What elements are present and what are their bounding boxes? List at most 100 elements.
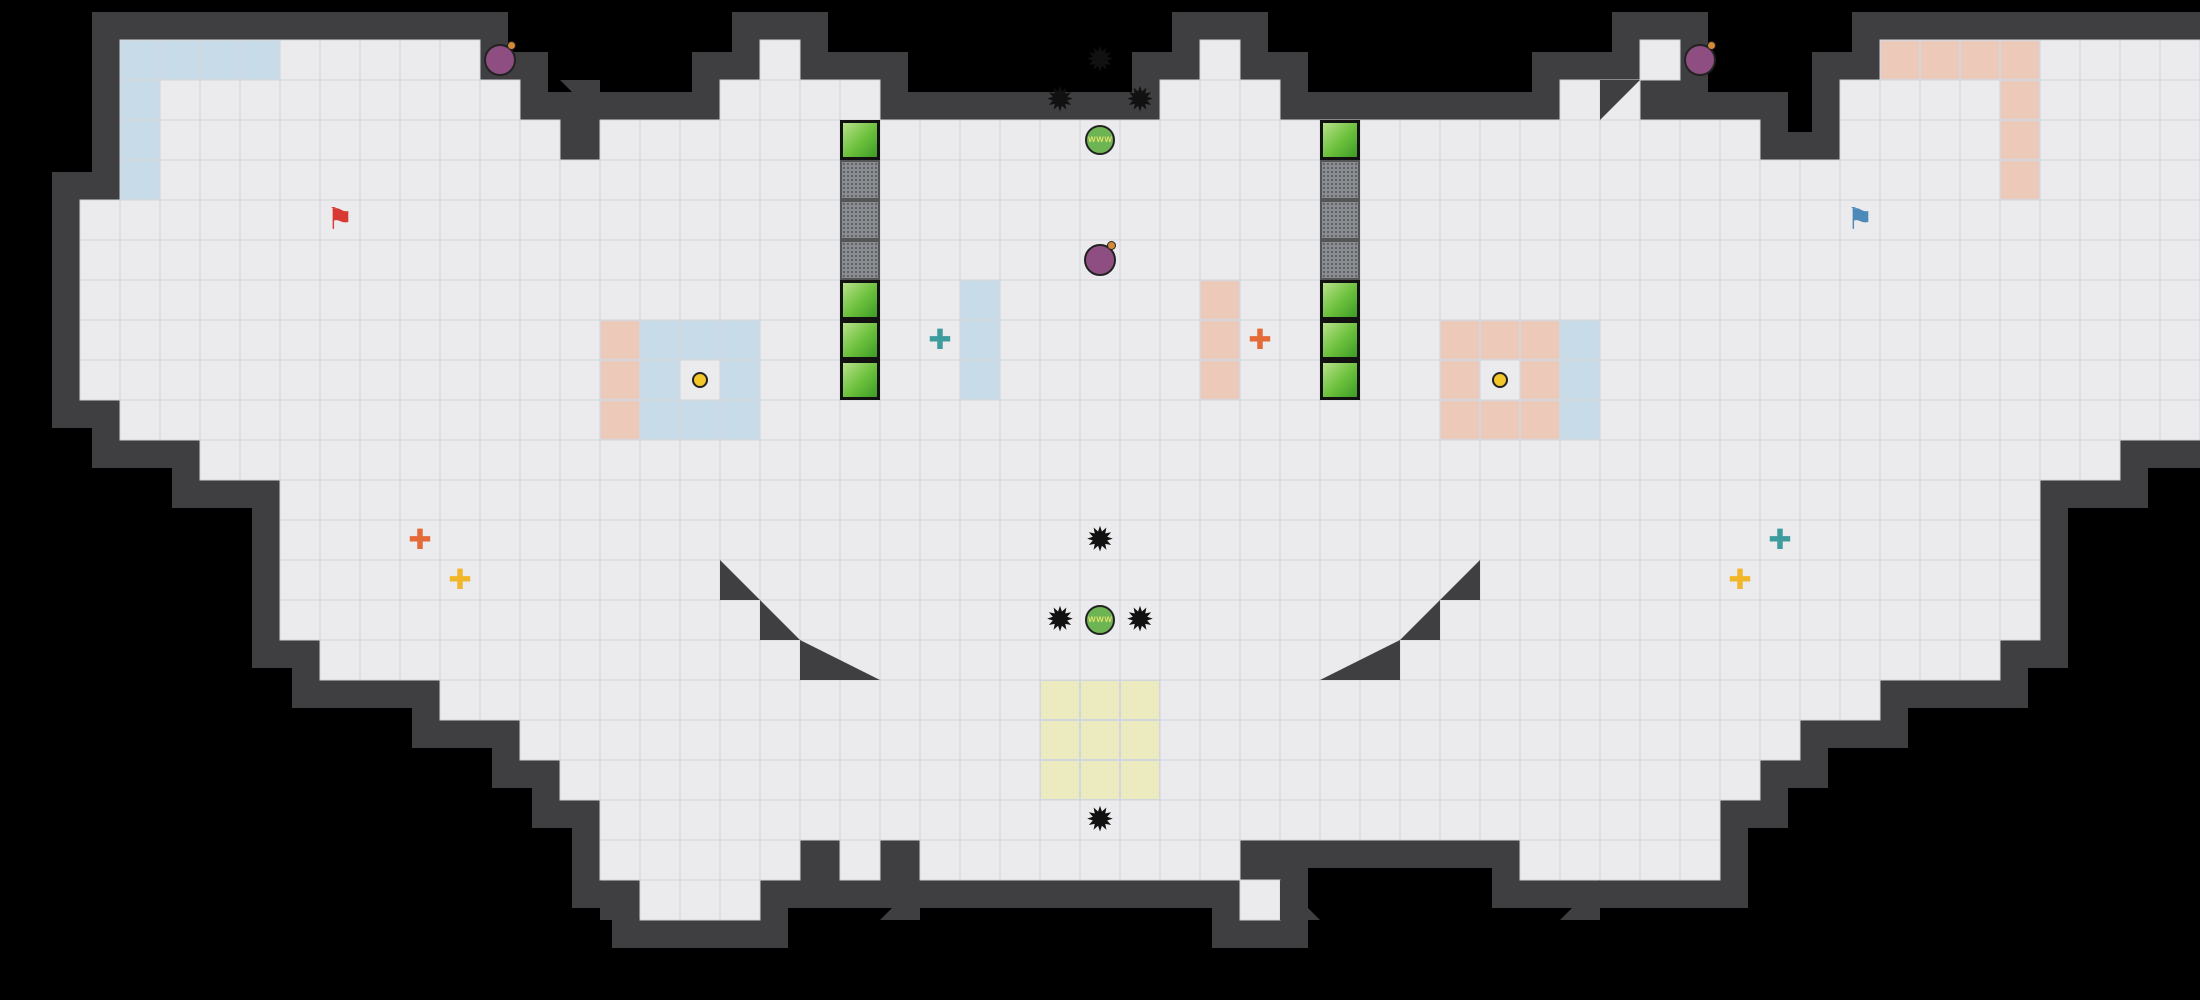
floor-tile xyxy=(999,159,1041,201)
floor-tile xyxy=(359,359,401,401)
floor-tile xyxy=(559,479,601,521)
floor-tile xyxy=(2079,159,2121,201)
floor-tile xyxy=(1679,119,1721,161)
floor-tile xyxy=(1199,119,1241,161)
grate-block xyxy=(840,240,880,280)
floor-tile xyxy=(279,599,321,641)
floor-tile xyxy=(1239,359,1281,401)
floor-tile xyxy=(1759,479,1801,521)
floor-tile xyxy=(1919,479,1961,521)
floor-tile xyxy=(919,279,961,321)
floor-tile xyxy=(599,759,641,801)
floor-tile xyxy=(319,79,361,121)
grate-block xyxy=(1320,240,1360,280)
floor-tile xyxy=(639,639,681,681)
floor-tile xyxy=(1679,359,1721,401)
red-spawn-zone xyxy=(1880,40,1920,80)
wall-wedge xyxy=(1560,880,1600,920)
floor-tile xyxy=(759,439,801,481)
green-block xyxy=(840,280,880,320)
floor-tile xyxy=(279,239,321,281)
floor-tile xyxy=(1199,239,1241,281)
floor-tile xyxy=(1359,359,1401,401)
floor-tile xyxy=(1279,439,1321,481)
floor-tile xyxy=(1879,599,1921,641)
grate-block xyxy=(1320,200,1360,240)
floor-tile xyxy=(1519,439,1561,481)
floor-tile xyxy=(1559,599,1601,641)
floor-tile xyxy=(759,359,801,401)
floor-tile xyxy=(1599,119,1641,161)
floor-tile xyxy=(1839,559,1881,601)
floor-tile xyxy=(1919,279,1961,321)
gold-boost-icon: ✚ xyxy=(448,563,472,596)
floor-tile xyxy=(559,639,601,681)
floor-tile xyxy=(2159,279,2200,321)
floor-tile xyxy=(639,119,681,161)
floor-tile xyxy=(1639,239,1681,281)
floor-tile xyxy=(439,399,481,441)
floor-tile xyxy=(1839,519,1881,561)
floor-tile xyxy=(1239,199,1281,241)
yellow-zone xyxy=(1040,680,1080,720)
floor-tile xyxy=(559,759,601,801)
floor-tile xyxy=(639,199,681,241)
bomb-icon xyxy=(480,40,520,80)
floor-tile xyxy=(1479,719,1521,761)
floor-tile xyxy=(1719,759,1761,801)
floor-tile xyxy=(519,279,561,321)
floor-tile xyxy=(919,719,961,761)
floor-tile xyxy=(1399,399,1441,441)
floor-tile xyxy=(1279,799,1321,841)
floor-tile xyxy=(1479,159,1521,201)
floor-tile xyxy=(1599,479,1641,521)
floor-tile xyxy=(1759,399,1801,441)
blue-spawn-zone xyxy=(200,40,240,80)
wall-wedge xyxy=(720,560,760,600)
floor-tile xyxy=(1639,799,1681,841)
floor-tile xyxy=(1199,559,1241,601)
blue-spawn-zone xyxy=(120,160,160,200)
floor-tile xyxy=(319,199,361,241)
floor-tile xyxy=(479,159,521,201)
floor-tile xyxy=(279,479,321,521)
floor-tile xyxy=(1999,279,2041,321)
floor-tile xyxy=(1359,479,1401,521)
floor-tile xyxy=(1799,239,1841,281)
red-spawn-zone xyxy=(2000,160,2040,200)
floor-tile xyxy=(1919,159,1961,201)
floor-tile xyxy=(1119,319,1161,361)
floor-tile xyxy=(399,599,441,641)
floor-tile xyxy=(1159,399,1201,441)
floor-tile xyxy=(1039,839,1081,881)
floor-tile xyxy=(1599,399,1641,441)
floor-tile xyxy=(1799,519,1841,561)
floor-tile xyxy=(319,639,361,681)
floor-tile xyxy=(919,359,961,401)
speed-ball-icon: www xyxy=(1080,600,1120,640)
floor-tile xyxy=(1279,759,1321,801)
floor-tile xyxy=(1679,559,1721,601)
floor-tile xyxy=(1479,239,1521,281)
floor-tile xyxy=(399,239,441,281)
floor-tile xyxy=(559,599,601,641)
floor-tile xyxy=(1959,399,2001,441)
wall-wedge xyxy=(1440,560,1480,600)
floor-tile xyxy=(1879,359,1921,401)
floor-tile xyxy=(1239,319,1281,361)
floor-tile xyxy=(679,239,721,281)
floor-tile xyxy=(879,439,921,481)
floor-tile xyxy=(1799,159,1841,201)
floor-tile xyxy=(679,479,721,521)
floor-tile xyxy=(279,559,321,601)
floor-tile xyxy=(599,799,641,841)
blue-capture-zone xyxy=(640,400,680,440)
floor-tile xyxy=(719,639,761,681)
floor-tile xyxy=(1039,479,1081,521)
floor-tile xyxy=(1439,799,1481,841)
floor-tile xyxy=(2039,199,2081,241)
floor-tile xyxy=(1039,559,1081,601)
floor-tile xyxy=(2039,359,2081,401)
floor-tile xyxy=(959,599,1001,641)
